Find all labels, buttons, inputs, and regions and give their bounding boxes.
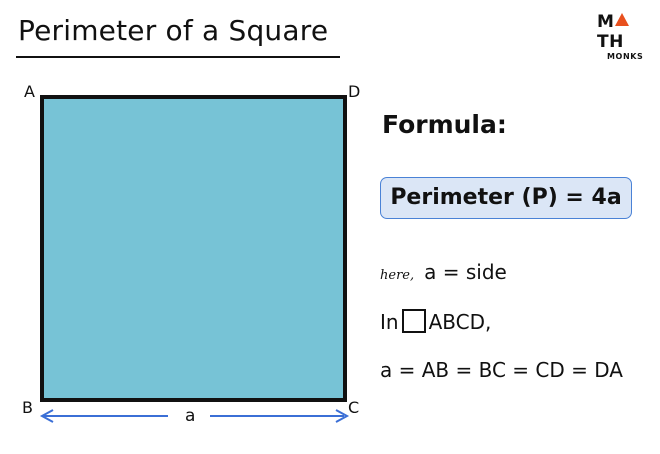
arrow-right-head	[335, 409, 350, 423]
in-square-line: In ABCD,	[380, 309, 491, 334]
abcd-text: ABCD,	[428, 310, 492, 334]
side-def-text: a = side	[424, 260, 507, 284]
square-shape	[40, 95, 347, 402]
here-text: here,	[380, 268, 415, 283]
side-equality: a = AB = BC = CD = DA	[380, 358, 623, 382]
vertex-label-c: C	[348, 398, 360, 417]
vertex-label-b: B	[22, 398, 33, 417]
formula-heading: Formula:	[382, 110, 507, 139]
triangle-icon	[615, 13, 630, 26]
title-underline	[16, 56, 340, 58]
in-text: In	[380, 310, 399, 334]
logo-bottom-text: MONKS	[607, 52, 644, 61]
side-definition: here, a = side	[380, 260, 507, 284]
formula-box: Perimeter (P) = 4a	[380, 177, 632, 219]
vertex-label-a: A	[24, 82, 35, 101]
square-icon	[401, 309, 426, 333]
side-label: a	[185, 406, 196, 426]
math-monks-logo: MTH MONKS	[597, 12, 649, 61]
side-length-arrow	[39, 409, 350, 423]
vertex-label-d: D	[348, 82, 361, 101]
arrow-left-head	[39, 409, 54, 423]
page-title: Perimeter of a Square	[18, 14, 329, 47]
logo-top-text: MTH	[597, 12, 649, 52]
